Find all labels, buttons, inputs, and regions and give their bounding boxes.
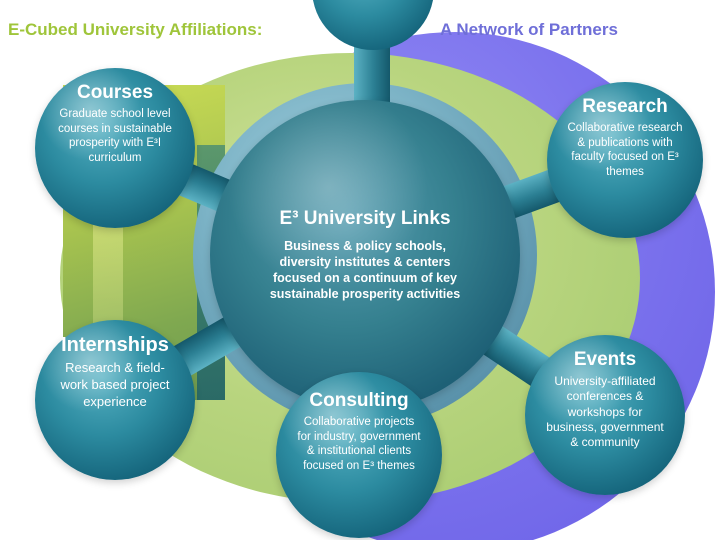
node-internships: Internships Research & field-work based … bbox=[35, 320, 195, 480]
page-title-left: E-Cubed University Affiliations: bbox=[8, 20, 263, 39]
page-title-right: A Network of Partners bbox=[440, 20, 618, 39]
node-consulting-description: Collaborative projects for industry, gov… bbox=[297, 416, 421, 473]
node-research-title: Research bbox=[582, 96, 668, 117]
node-events-title: Events bbox=[573, 349, 637, 370]
node-events-description: University-affiliated conferences & work… bbox=[546, 374, 664, 450]
node-consulting-title: Consulting bbox=[309, 390, 409, 411]
node-internships-title: Internships bbox=[61, 334, 169, 356]
node-courses-description: Graduate school level courses in sustain… bbox=[58, 108, 172, 165]
node-courses: Courses Graduate school level courses in… bbox=[35, 68, 195, 228]
node-research-description: Collaborative research & publications wi… bbox=[567, 122, 683, 179]
hub-node: E³ University Links Business & policy sc… bbox=[210, 100, 520, 410]
node-courses-title: Courses bbox=[76, 82, 154, 103]
node-consulting: Consulting Collaborative projects for in… bbox=[276, 372, 442, 538]
node-internships-description: Research & field-work based project expe… bbox=[60, 360, 170, 409]
node-research: Research Collaborative research & public… bbox=[547, 82, 703, 238]
hub-description: Business & policy schools, diversity ins… bbox=[269, 238, 461, 302]
node-events: Events University-affiliated conferences… bbox=[525, 335, 685, 495]
hub-title: E³ University Links bbox=[279, 207, 451, 229]
